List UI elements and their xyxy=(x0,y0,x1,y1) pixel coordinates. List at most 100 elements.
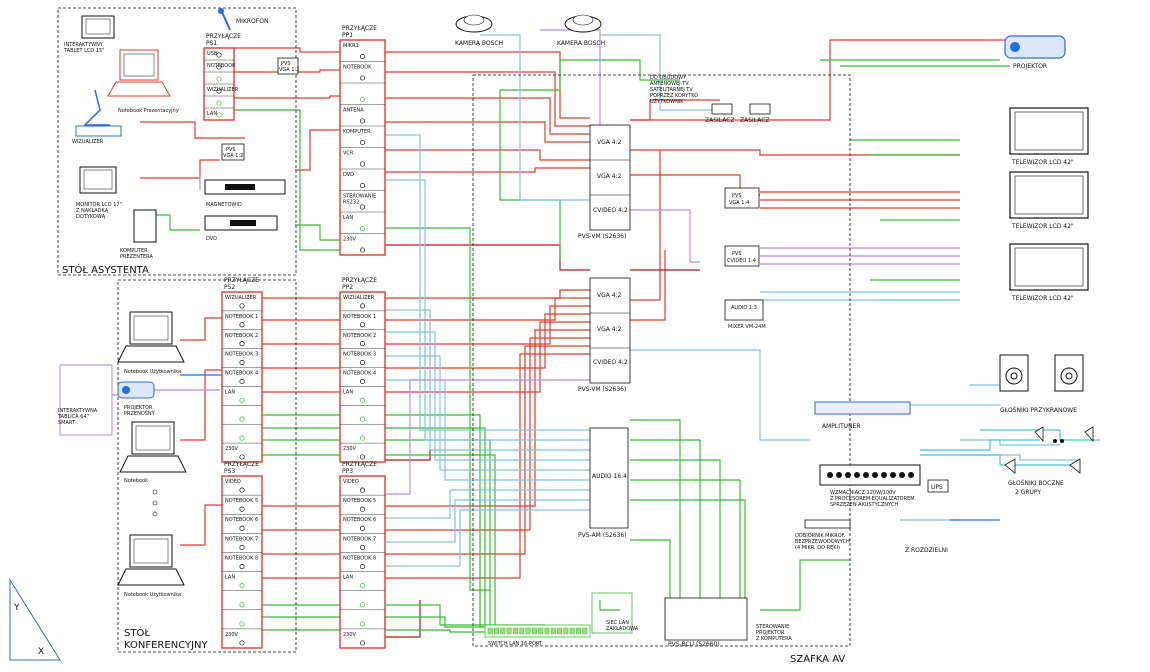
panel-pp3-connector-0 xyxy=(359,487,366,493)
panel-ps1-item-1: NOTEBOOK xyxy=(207,63,236,69)
panel-pp1-connector-1 xyxy=(359,75,366,81)
stol-asystenta-area xyxy=(57,7,297,276)
panel-pp2-connector-0 xyxy=(359,303,366,309)
panel-pp1-connector-0 xyxy=(359,53,366,60)
panel-pp1-item-7: STEROWANIE xyxy=(343,194,376,200)
kamera-2-label: KAMERA BOSCH xyxy=(557,40,605,47)
switcher-pvs2: VGA 4:2 VGA 4:2 CVIDEO 4:2 PVS-VM (S2636… xyxy=(578,277,631,393)
pvs-vga14: PVS VGA 1:4 xyxy=(724,187,760,209)
panel-pp2-connector-5 xyxy=(359,397,366,403)
panel-pp2-item-1: NOTEBOOK 1 xyxy=(343,314,376,320)
panel-ps3-connector-6 xyxy=(239,602,245,608)
panel-ps3-connector-3 xyxy=(239,544,245,550)
wizualizer-device: WIZUALIZER xyxy=(72,89,122,145)
panel-pp2-item-0: WIZUALIZER xyxy=(343,295,375,301)
panel-pp2-connector-1 xyxy=(359,322,366,328)
panel-pp1-item-6: DVD xyxy=(343,172,354,178)
komputer-device: KOMPUTER PREZENTERA xyxy=(120,209,157,260)
wizualizer-label: WIZUALIZER xyxy=(72,139,104,145)
notebook-user-1-label: Notebook Użytkownika xyxy=(124,369,181,375)
antena-note-2: ANTENOWEJ TV xyxy=(650,81,689,87)
pvs2-row1: VGA 4:2 xyxy=(597,292,622,299)
komputer-label-1: KOMPUTER xyxy=(120,248,148,254)
antena-note-3: SATELITARNEJ TV xyxy=(650,87,693,93)
panel-pp3-connector-1 xyxy=(359,506,366,512)
panel-pp3-item-4: NOTEBOOK 8 xyxy=(343,555,376,561)
projektor-przenosny: PROJEKTOR PRZENOŚNY xyxy=(117,381,156,417)
panel-pp3-connector-3 xyxy=(359,544,366,550)
z-rozdzielni-label: Z ROZDZIELNI xyxy=(905,547,948,554)
wzmacniacz-1: WZMACNIACZ 120W/100V xyxy=(830,490,896,496)
panel-pp2-frame xyxy=(339,291,386,463)
tablet-device: INTERAKTYWNY TABLET LCD 15" xyxy=(63,15,115,54)
zasilacz-1-label: ZASILACZ xyxy=(705,117,735,124)
video-cables xyxy=(385,34,1080,567)
switcher-audio: AUDIO 16:4 PVS-AM (S2636) xyxy=(578,427,629,539)
kamera-1: KAMERA BOSCH xyxy=(455,14,503,47)
amp-knob xyxy=(827,472,833,478)
amp-knob xyxy=(890,472,896,478)
notebook-user-2: Notebook xyxy=(119,421,187,517)
tv-3-label: TELEWIZOR LCD 42" xyxy=(1011,295,1074,302)
amp-knob xyxy=(836,472,842,478)
tv-1: TELEWIZOR LCD 42" xyxy=(1009,107,1089,166)
bottom-controller-title: PVS-BCU (S2660) xyxy=(668,641,720,648)
panel-pp2-connector-6 xyxy=(359,416,366,422)
siec-lan: SIEĆ LAN ZAKŁADOWA xyxy=(591,592,639,634)
bottom-controller: PVS-BCU (S2660) xyxy=(664,597,748,648)
lan-port xyxy=(569,627,575,635)
panel-ps3-frame xyxy=(221,475,263,649)
pvs2-title: PVS-VM (S2636) xyxy=(578,386,626,393)
mikrofon-label: MIKROFON xyxy=(236,18,268,25)
pvs1-title: PVS-VM (S2636) xyxy=(578,233,626,240)
amp-knob xyxy=(899,472,905,478)
audio-splitter: AUDIO 1:3 MIXER VM-24M xyxy=(724,299,766,330)
panel-ps3-connector-2 xyxy=(239,525,245,531)
projektor-device: PROJEKTOR xyxy=(1004,35,1066,70)
notebook-prez-device: Notebook Prezentacyjny xyxy=(107,49,179,114)
tablet-label-1: INTERAKTYWNY xyxy=(64,42,104,48)
projektor-label: PROJEKTOR xyxy=(1013,63,1047,70)
tablica-smart-1: INTERAKTYWNA xyxy=(58,408,98,414)
zasilacz-1: ZASILACZ xyxy=(705,103,735,124)
area-outlines xyxy=(57,7,851,653)
odbiornik-1: ODBIORNIK MIKROF. xyxy=(795,533,846,539)
panel-pp2-connector-3 xyxy=(359,360,366,366)
panel-ps3-connector-5 xyxy=(239,583,245,589)
notebook-prez-label: Notebook Prezentacyjny xyxy=(118,108,179,114)
panel-pp3-frame xyxy=(339,475,386,649)
panel-pp2-item-4: NOTEBOOK 4 xyxy=(343,371,376,377)
panel-pp1-connector-3 xyxy=(359,118,366,124)
panel-pp1-connector-4 xyxy=(359,139,366,146)
panel-pp3-connector-7 xyxy=(359,621,366,627)
panel-ps3-item-1: NOTEBOOK 5 xyxy=(225,498,258,504)
glosnik-1 xyxy=(999,354,1029,392)
panel-pp2-connector-8 xyxy=(359,454,366,460)
glosnik-2 xyxy=(1054,354,1084,392)
odbiornik: ODBIORNIK MIKROF. BEZPRZEWODOWYCH (4 MIK… xyxy=(795,519,851,551)
tablica-smart-3: SMART xyxy=(58,420,76,426)
switch-lan: SWITCH LAN 16-PORT xyxy=(484,624,591,647)
lan-port xyxy=(513,627,518,635)
panel-ps2-connector-4 xyxy=(239,378,245,384)
panel-pp1-connector-9 xyxy=(359,247,366,253)
panel-pp3-item-5: LAN xyxy=(343,575,353,581)
panel-pp3-title-1: PP3 xyxy=(342,468,353,475)
notebook-user-1: Notebook Użytkownika xyxy=(117,311,185,375)
projektor-przenosny-1: PROJEKTOR xyxy=(124,405,153,411)
siec-lan-2: ZAKŁADOWA xyxy=(606,626,639,632)
audio-label: AUDIO 16:4 xyxy=(592,473,627,480)
glosniki-boczne-label-2: 2 GRUPY xyxy=(1015,489,1041,496)
vga-cables xyxy=(140,39,1010,579)
panel-pp3-item-0: VIDEO xyxy=(343,479,359,485)
notebook-user-3: Notebook Użytkownika xyxy=(117,534,185,598)
amp-knob xyxy=(881,472,887,478)
panel-ps3-item-3: NOTEBOOK 7 xyxy=(225,536,258,542)
svg-text:STÓŁ: STÓŁ xyxy=(124,626,150,639)
szafka-av-area xyxy=(472,74,851,647)
tablet-label-2: TABLET LCD 15" xyxy=(63,48,104,54)
wzmacniacz: WZMACNIACZ 120W/100V Z PROCESOREM EQUALI… xyxy=(819,464,921,508)
amp-knob xyxy=(872,472,878,478)
